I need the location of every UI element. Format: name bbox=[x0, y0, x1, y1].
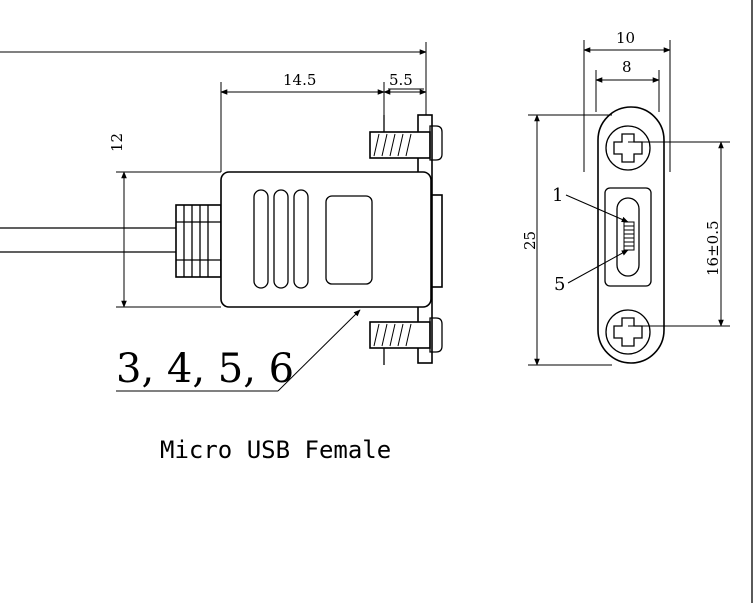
pin1-label: 1 bbox=[552, 185, 563, 206]
bottom-screw bbox=[369, 317, 443, 365]
callout-leader bbox=[277, 309, 361, 392]
dim-8-label: 8 bbox=[622, 58, 632, 76]
micro-usb-port bbox=[616, 197, 640, 277]
strain-relief bbox=[175, 204, 222, 278]
dim-16-label: 16±0.5 bbox=[704, 220, 722, 276]
pin5-label: 5 bbox=[554, 274, 565, 295]
dim-10-label: 10 bbox=[616, 29, 635, 47]
mounting-plate bbox=[597, 106, 665, 364]
pin1-leader bbox=[565, 194, 629, 223]
dim-14-5-label: 14.5 bbox=[283, 71, 316, 89]
receptacle-tip bbox=[431, 194, 443, 288]
dim-12-label: 12 bbox=[108, 133, 126, 152]
micro-usb-pins bbox=[624, 225, 634, 247]
connector-housing bbox=[220, 171, 432, 308]
dim-25-label: 25 bbox=[521, 231, 539, 250]
pin5-leader bbox=[567, 249, 629, 284]
top-screw bbox=[369, 115, 443, 161]
pin-callout-label: 3, 4, 5, 6 bbox=[116, 346, 294, 392]
micro-usb-tongue bbox=[623, 221, 635, 251]
dim-5-5-label: 5.5 bbox=[389, 71, 413, 89]
receptacle-window bbox=[604, 187, 652, 287]
drawing-caption: Micro USB Female bbox=[160, 436, 391, 464]
front-view: 10 8 25 16±0.5 1 5 bbox=[521, 29, 730, 366]
cable bbox=[0, 227, 176, 253]
side-view: 14.5 5.5 12 3, 4, 5, 6 bbox=[0, 42, 443, 392]
